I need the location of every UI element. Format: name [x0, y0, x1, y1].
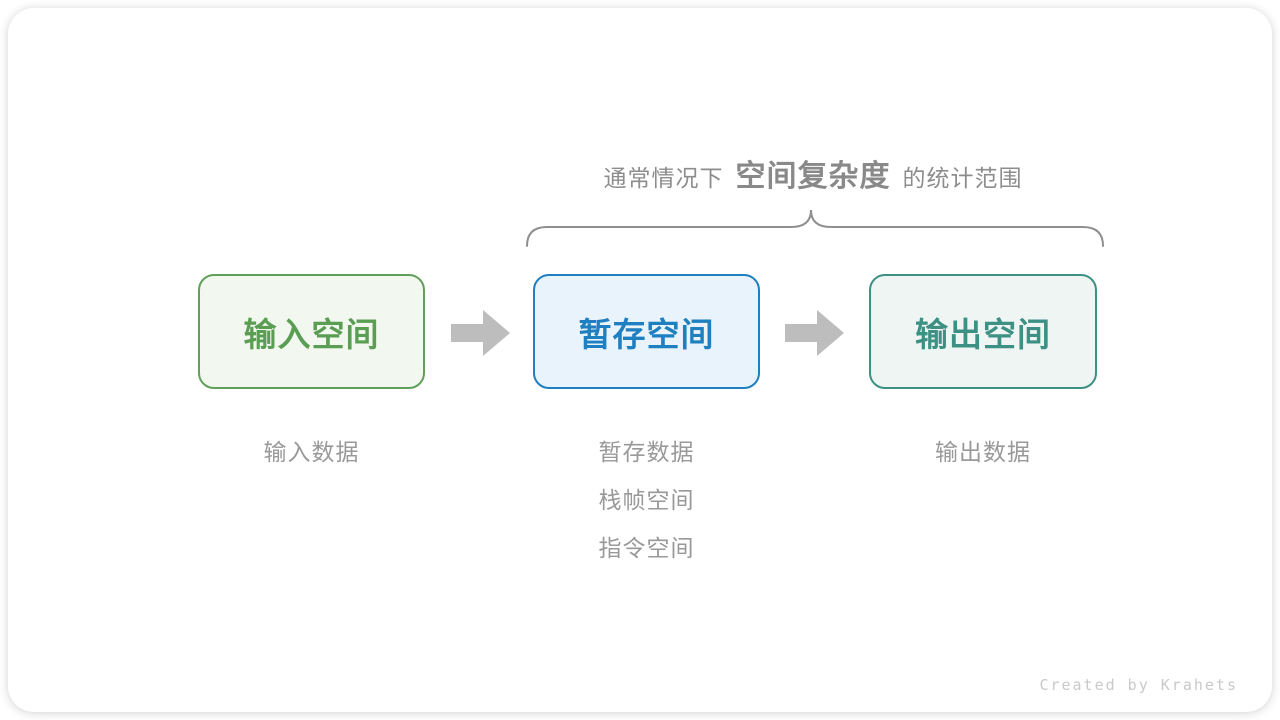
note-line: 暂存数据: [598, 439, 695, 465]
note-line: 栈帧空间: [598, 487, 695, 513]
diagram-title: 通常情况下 空间复杂度 的统计范围: [338, 151, 1280, 199]
box-temp-space-label: 暂存空间: [578, 315, 715, 353]
note-line: 指令空间: [598, 535, 695, 561]
box-input-space-label: 输入空间: [243, 315, 380, 353]
box-output-space: 输出空间: [869, 274, 1097, 389]
note-output-space: 输出数据: [869, 428, 1097, 476]
credit-text: Created by Krahets: [1039, 676, 1238, 694]
flow-arrow-icon: [451, 310, 510, 356]
title-highlight: 空间复杂度: [735, 160, 891, 193]
title-prefix: 通常情况下: [603, 165, 724, 191]
diagram-canvas: 通常情况下 空间复杂度 的统计范围 输入空间 暂存空间 输出空间 输入数据 暂存…: [8, 8, 1272, 712]
flow-arrow-icon: [785, 310, 844, 356]
box-input-space: 输入空间: [198, 274, 425, 389]
note-temp-space: 暂存数据 栈帧空间 指令空间: [533, 428, 760, 572]
note-line: 输出数据: [935, 439, 1031, 465]
box-temp-space: 暂存空间: [533, 274, 760, 389]
title-suffix: 的统计范围: [902, 165, 1023, 191]
scope-brace-icon: [526, 209, 1104, 247]
box-output-space-label: 输出空间: [915, 315, 1051, 353]
note-line: 输入数据: [263, 439, 360, 465]
note-input-space: 输入数据: [198, 428, 425, 476]
